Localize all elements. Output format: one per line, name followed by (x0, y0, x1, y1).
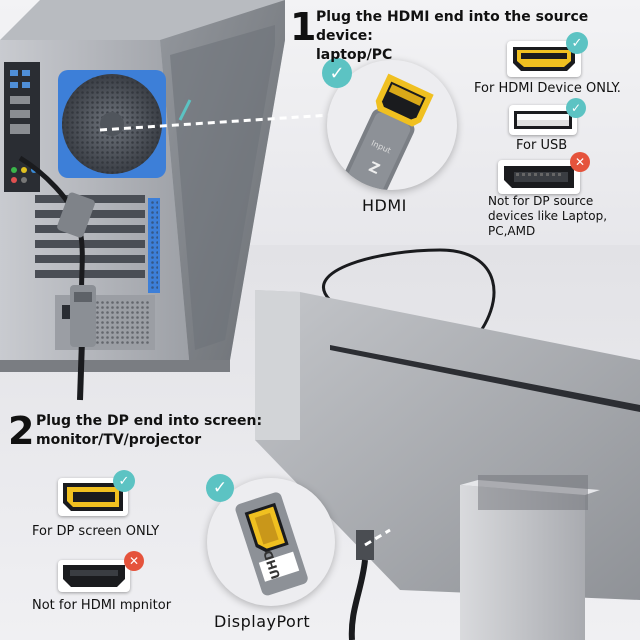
dashed-line-dp (364, 528, 391, 547)
step-1-line-2: laptop/PC (316, 47, 393, 63)
dashed-line-hdmi (99, 113, 331, 132)
dp-connector-icon: UHD (235, 492, 308, 596)
dp-source-cross-icon: ✕ (570, 152, 590, 172)
hdmi-highlight-mark (178, 99, 192, 121)
usb-port-caption: For USB (516, 138, 568, 153)
pc-tower (0, 0, 285, 372)
step-1-line-1: Plug the HDMI end into the source device… (316, 9, 589, 44)
dp-source-caption-line-3: PC,AMD (488, 224, 536, 238)
usb-port-card (509, 105, 577, 135)
step-2-number: 2 (8, 409, 35, 453)
usb-port-icon (514, 111, 572, 129)
hdmi-connector-zoom: Input Z (327, 60, 457, 190)
hdmi-monitor-caption: Not for HDMI mpnitor (32, 598, 172, 613)
monitor-cable-loop (322, 248, 496, 346)
hdmi-port-icon (513, 47, 575, 71)
hdmi-monitor-cross-icon: ✕ (124, 551, 144, 571)
dp-source-caption-line-2: devices like Laptop, (488, 209, 608, 223)
dp-screen-port-icon (63, 483, 123, 511)
hdmi-connector-icon: Input Z (344, 73, 434, 190)
dp-source-port-icon (504, 166, 574, 188)
usb-port-check-icon: ✓ (566, 98, 586, 118)
dp-connector-label: DisplayPort (214, 612, 311, 631)
dp-source-caption-line-1: Not for DP source (488, 194, 594, 208)
hdmi-check-icon: ✓ (322, 58, 352, 88)
dp-source-caption: Not for DP source devices like Laptop, P… (488, 194, 607, 239)
step-2-instruction: Plug the DP end into screen: monitor/TV/… (36, 412, 296, 450)
hdmi-port-caption: For HDMI Device ONLY. (474, 81, 621, 96)
hdmi-monitor-port-icon (63, 565, 125, 587)
monitor (255, 290, 640, 640)
dp-connector-zoom: UHD (207, 478, 335, 606)
hdmi-monitor-port-card (58, 560, 130, 592)
dp-source-port-card (498, 160, 580, 194)
step-2-line-1: Plug the DP end into screen: (36, 413, 263, 429)
dp-check-icon: ✓ (206, 474, 234, 502)
step-2-line-2: monitor/TV/projector (36, 432, 202, 448)
step-1-instruction: Plug the HDMI end into the source device… (316, 8, 636, 65)
hdmi-connector-label: HDMI (362, 196, 407, 215)
hdmi-cable (18, 155, 96, 401)
dp-screen-caption: For DP screen ONLY (32, 524, 160, 539)
step-1-number: 1 (290, 5, 317, 49)
dp-screen-check-icon: ✓ (113, 470, 135, 492)
hdmi-port-check-icon: ✓ (566, 32, 588, 54)
